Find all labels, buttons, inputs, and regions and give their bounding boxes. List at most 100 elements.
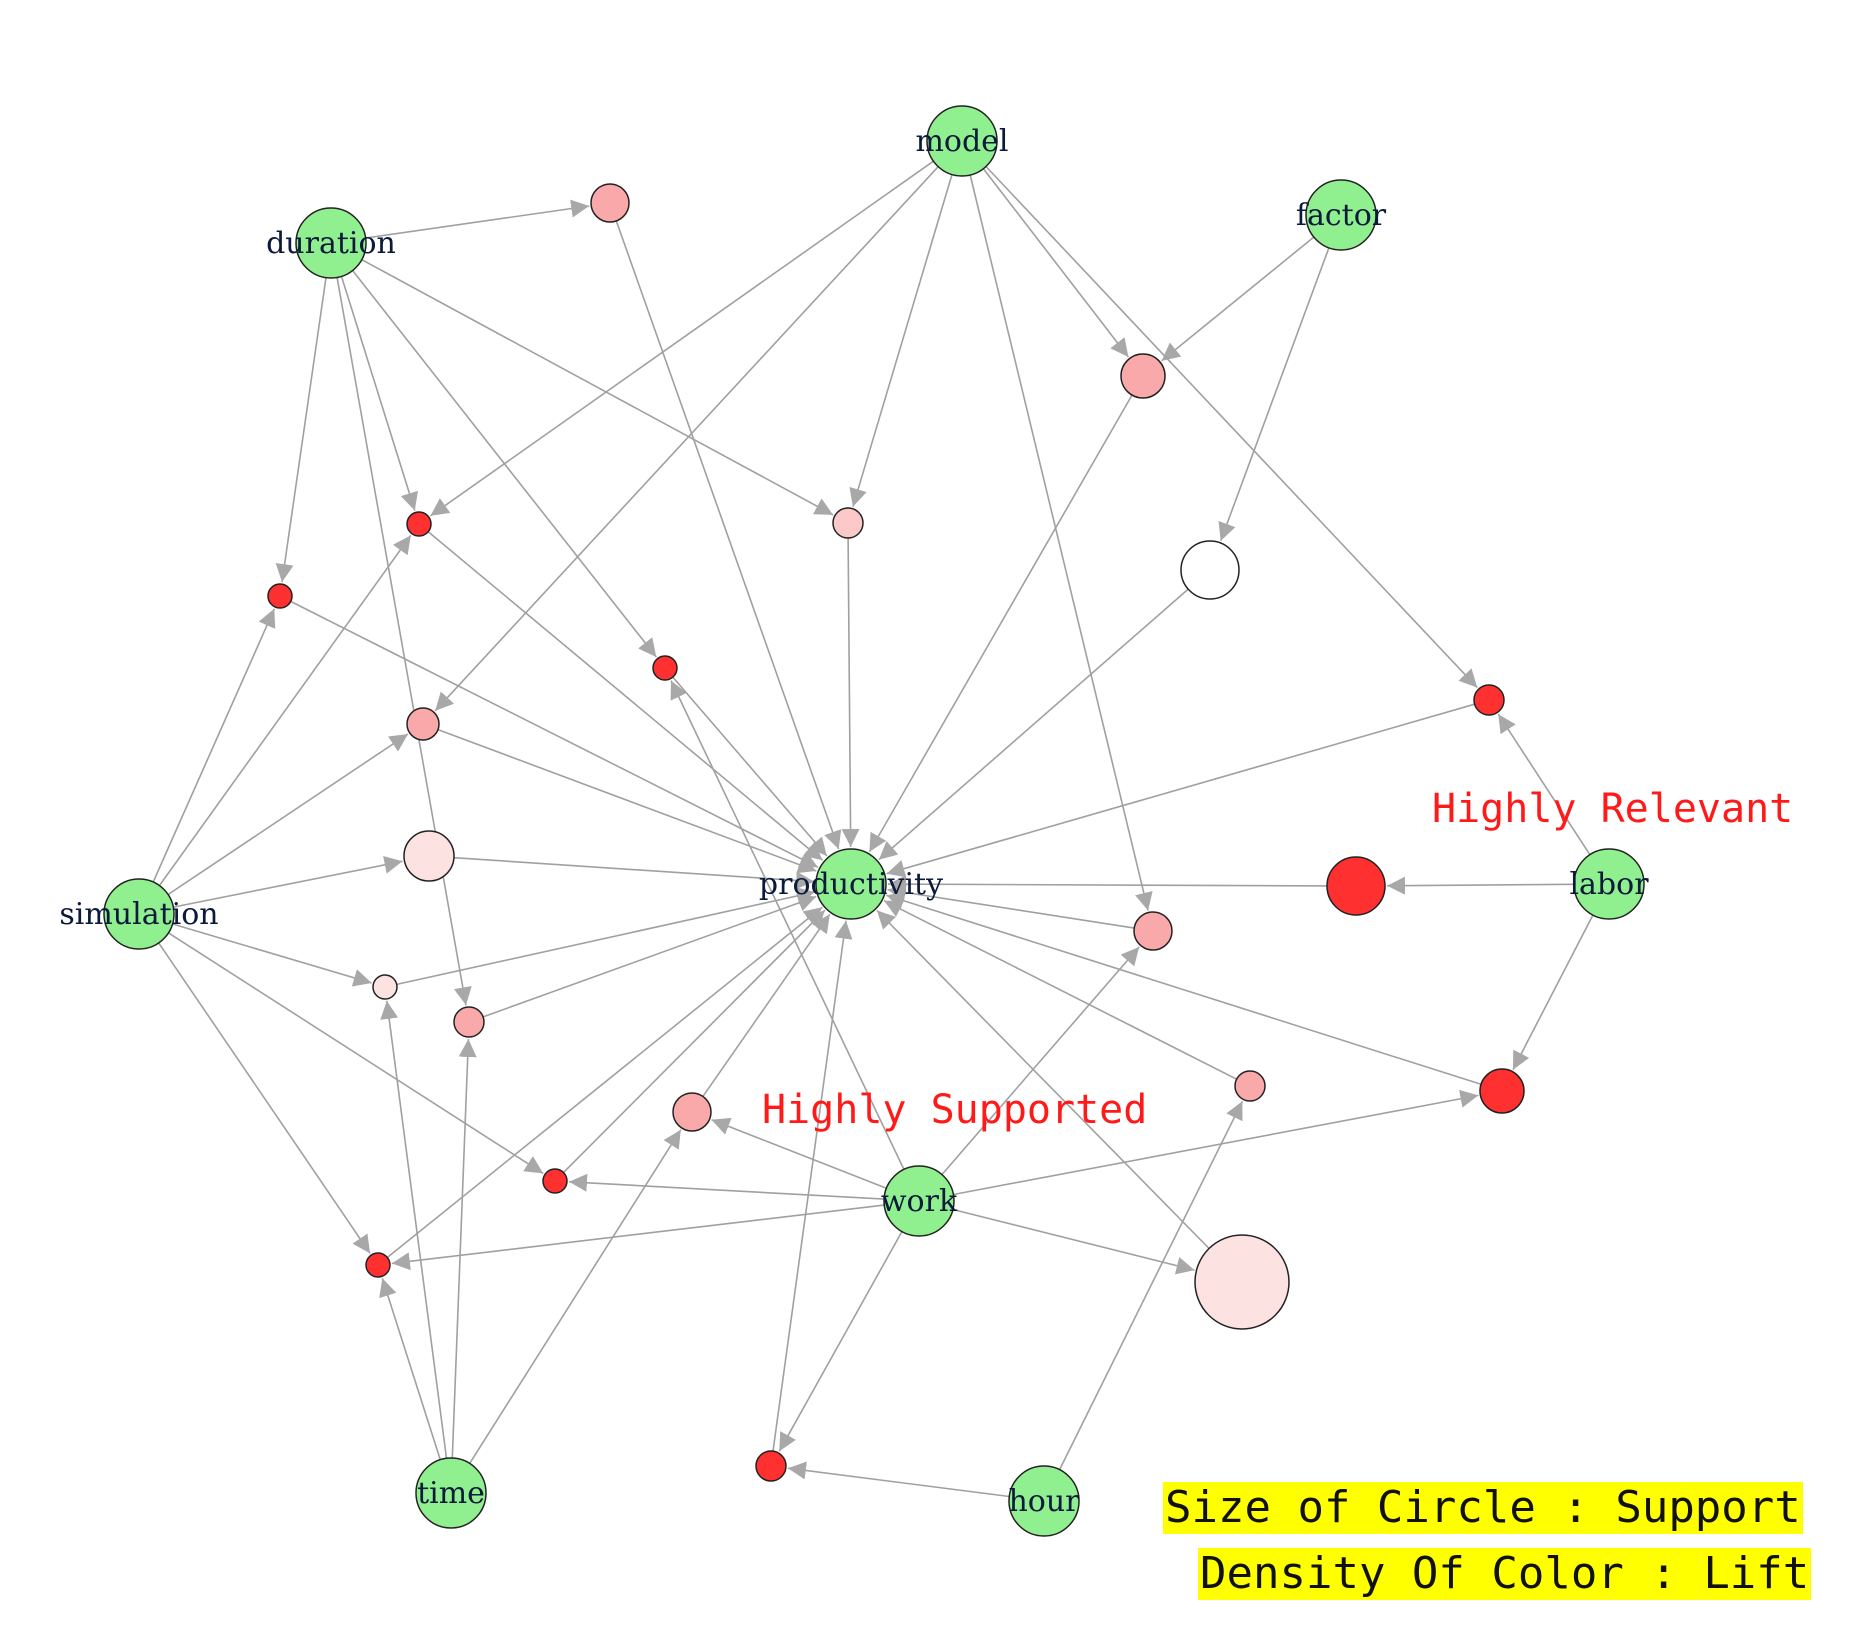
- edge-duration-to-r14: [336, 277, 472, 1006]
- rule-node-r7: [652, 655, 678, 681]
- item-node-labor: labor: [1569, 848, 1649, 920]
- rule-node-r1: [590, 183, 630, 223]
- edge-model-to-r9: [985, 165, 1478, 689]
- edge-r11-to-productivity: [887, 875, 1328, 894]
- edge-hour-to-r16: [1058, 1100, 1244, 1470]
- edge-duration-to-r6: [275, 277, 327, 583]
- edge-r20-to-productivity: [876, 909, 1210, 1250]
- item-circle-factor: [1305, 179, 1377, 251]
- edge-model-to-r5: [429, 160, 934, 517]
- highly-supported-label: Highly Supported: [762, 1087, 1148, 1133]
- edge-model-to-r12: [969, 174, 1153, 911]
- rule-node-r5: [406, 511, 432, 537]
- item-label-time: time: [417, 1476, 485, 1511]
- edge-labor-to-r9: [1497, 713, 1591, 856]
- rule-node-r20: [1194, 1234, 1290, 1330]
- edge-r1-to-productivity: [615, 220, 842, 850]
- item-node-productivity: productivity: [759, 848, 943, 920]
- item-circle-simulation: [103, 878, 175, 950]
- edge-simulation-to-r13: [172, 923, 372, 987]
- rule-node-r15: [672, 1092, 712, 1132]
- rule-node-r2: [1120, 353, 1166, 399]
- edge-work-to-r21: [778, 1231, 903, 1452]
- legend-color-lift: Density Of Color : Lift: [1198, 1548, 1812, 1600]
- rule-node-r16: [1234, 1070, 1266, 1102]
- edge-r19-to-productivity: [386, 906, 823, 1259]
- item-circle-productivity: [815, 848, 887, 920]
- rule-node-r19: [365, 1252, 391, 1278]
- edge-simulation-to-r6: [152, 608, 276, 883]
- rule-node-r17: [1479, 1068, 1525, 1114]
- rule-node-r12: [1133, 911, 1173, 951]
- edge-r7-to-productivity: [672, 676, 828, 857]
- edge-work-to-r7: [670, 680, 905, 1170]
- edge-work-to-r18: [568, 1173, 885, 1200]
- highly-relevant-label: Highly Relevant: [1432, 786, 1794, 832]
- rule-node-r3: [832, 507, 864, 539]
- edge-r2-to-productivity: [868, 394, 1133, 853]
- edge-r10-to-productivity: [453, 856, 815, 890]
- rule-node-r11: [1326, 856, 1386, 916]
- rule-node-r14: [453, 1006, 485, 1038]
- item-nodes-layer: model factor duration simulation productivit…: [59, 105, 1649, 1537]
- rule-node-r21: [755, 1450, 787, 1482]
- edge-r14-to-productivity: [482, 894, 817, 1018]
- item-label-work: work: [881, 1184, 958, 1219]
- edge-duration-to-r3: [361, 258, 834, 516]
- edge-simulation-to-r5: [158, 534, 412, 887]
- rule-node-r4: [1180, 540, 1240, 600]
- item-label-model: model: [915, 124, 1008, 159]
- rule-node-r8: [406, 707, 440, 741]
- rule-node-r9: [1473, 684, 1505, 716]
- edge-r17-to-productivity: [886, 892, 1482, 1086]
- item-label-hour: hour: [1008, 1484, 1080, 1519]
- item-node-simulation: simulation: [59, 878, 219, 950]
- edge-factor-to-r2: [1161, 236, 1315, 362]
- edge-time-to-r14: [451, 1038, 477, 1459]
- item-node-work: work: [881, 1165, 958, 1237]
- edge-duration-to-r1: [365, 199, 590, 239]
- edge-work-to-r19: [391, 1204, 885, 1271]
- edge-simulation-to-r19: [158, 942, 371, 1254]
- item-label-productivity: productivity: [759, 867, 943, 902]
- rule-node-r18: [542, 1168, 568, 1194]
- item-circle-time: [415, 1457, 487, 1529]
- edge-hour-to-r21: [787, 1461, 1010, 1498]
- edge-work-to-r15: [711, 1117, 887, 1189]
- edge-work-to-r17: [953, 1089, 1479, 1196]
- edge-simulation-to-r8: [167, 733, 409, 896]
- edge-r21-to-productivity: [772, 920, 853, 1452]
- item-label-duration: duration: [266, 226, 396, 261]
- edge-r5-to-productivity: [427, 531, 824, 861]
- item-label-simulation: simulation: [59, 897, 218, 932]
- edge-time-to-r15: [469, 1129, 682, 1464]
- rule-node-r10: [403, 830, 455, 882]
- edge-r4-to-productivity: [878, 588, 1189, 861]
- item-label-factor: factor: [1296, 198, 1387, 233]
- edge-r3-to-productivity: [841, 537, 860, 848]
- edge-r12-to-productivity: [887, 883, 1135, 929]
- edge-r13-to-productivity: [396, 887, 816, 986]
- item-circle-work: [883, 1165, 955, 1237]
- edge-model-to-r8: [434, 166, 939, 712]
- edge-simulation-to-r18: [168, 932, 544, 1175]
- rule-nodes-layer: [267, 183, 1525, 1482]
- item-node-factor: factor: [1296, 179, 1387, 251]
- edge-factor-to-r4: [1218, 247, 1330, 542]
- edge-time-to-r19: [379, 1278, 442, 1460]
- edge-duration-to-r7: [351, 270, 657, 658]
- edge-labor-to-r17: [1512, 914, 1594, 1071]
- rule-node-r13: [372, 974, 398, 1000]
- item-circle-model: [926, 105, 998, 177]
- edge-r16-to-productivity: [883, 899, 1237, 1080]
- edge-work-to-r20: [952, 1208, 1195, 1275]
- edge-labor-to-r11: [1386, 876, 1575, 895]
- item-node-time: time: [415, 1457, 487, 1529]
- item-label-labor: labor: [1569, 867, 1649, 902]
- item-node-duration: duration: [266, 207, 396, 279]
- legend-size-support: Size of Circle : Support: [1163, 1482, 1803, 1534]
- rule-node-r6: [267, 583, 293, 609]
- edge-r18-to-productivity: [562, 909, 826, 1174]
- item-node-hour: hour: [1008, 1465, 1080, 1537]
